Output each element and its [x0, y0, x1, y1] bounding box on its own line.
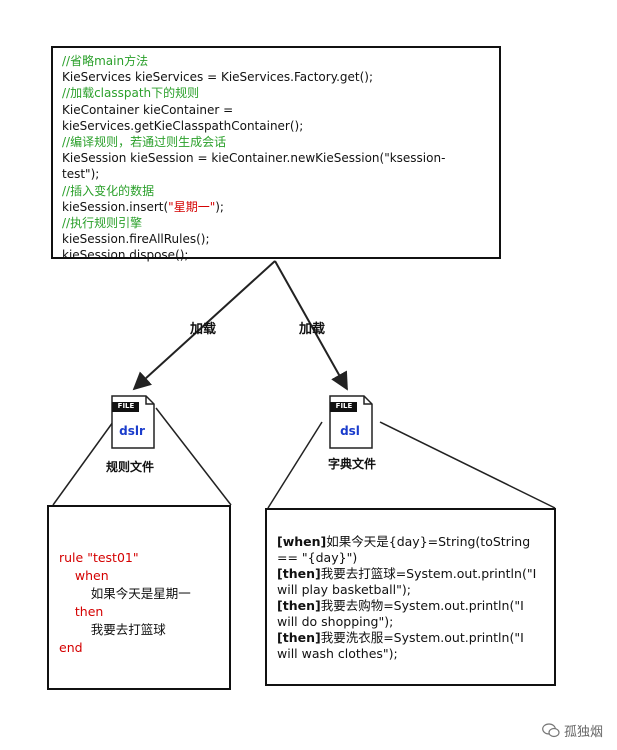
code-line: //执行规则引擎 [62, 216, 143, 231]
file-icon-dsl [329, 395, 373, 449]
code-line: KieContainer kieContainer = [62, 102, 234, 117]
edge-to-dsl [274, 260, 348, 391]
watermark: 孤独烟 [542, 721, 603, 740]
file-ext-dsl: dsl [340, 424, 360, 438]
code-line: //编译规则，若通过则生成会话 [62, 135, 227, 150]
file-badge-dsl: FILE [335, 402, 353, 410]
rule-line: rule "test01" [59, 550, 139, 565]
code-line: //省略main方法 [62, 54, 149, 68]
dict-line: [when]如果今天是{day}=String(toString [277, 534, 531, 549]
dict-line: will play basketball"); [277, 582, 411, 597]
dict-line: [then]我要洗衣服=System.out.println("I [277, 630, 524, 645]
edge-label-right: 加载 [299, 322, 326, 337]
watermark-text: 孤独烟 [563, 725, 603, 740]
zoom-line-dslr-right [155, 407, 232, 506]
dict-line: will do shopping"); [277, 614, 394, 629]
rule-file-box: rule "test01" when 如果今天是星期一 then 我要去打篮球 e… [47, 505, 231, 690]
dict-line: [then]我要去打篮球=System.out.println("I [277, 566, 537, 581]
edge-to-dslr [132, 260, 276, 391]
code-line: kieServices.getKieClasspathContainer(); [62, 118, 304, 133]
zoom-line-dslr-left [52, 421, 114, 506]
zoom-line-dsl-left [267, 421, 323, 509]
dict-line: == "{day}") [277, 550, 358, 565]
zoom-line-dsl-right [379, 421, 556, 509]
code-line: test"); [62, 167, 100, 182]
file-icon-dslr [111, 395, 155, 449]
file-ext-dslr: dslr [119, 424, 145, 438]
code-line: kieSession.dispose(); [62, 248, 189, 263]
code-line: KieServices kieServices = KieServices.Fa… [62, 70, 374, 85]
dict-line: [then]我要去购物=System.out.println("I [277, 598, 524, 613]
rule-line: 我要去打篮球 [59, 622, 166, 637]
dict-file-box: [when]如果今天是{day}=String(toString== "{day… [265, 508, 556, 686]
code-line: //加载classpath下的规则 [62, 86, 200, 101]
file-label-dslr: 规则文件 [106, 460, 155, 474]
code-line: kieSession.insert("星期一"); [62, 199, 224, 214]
file-label-dsl: 字典文件 [328, 457, 377, 471]
rule-line: then [59, 604, 104, 619]
edge-label-left: 加载 [190, 322, 217, 337]
main-code-box: //省略main方法 KieServices kieServices = KieS… [51, 46, 501, 262]
code-line: KieSession kieSession = kieContainer.new… [62, 151, 446, 166]
file-badge-dslr: FILE [117, 402, 135, 410]
code-line: kieSession.fireAllRules(); [62, 232, 210, 247]
dict-line: will wash clothes"); [277, 646, 398, 661]
code-line: //插入变化的数据 [62, 183, 155, 198]
rule-line: 如果今天是星期一 [59, 586, 191, 601]
rule-line: when [59, 568, 109, 583]
wechat-icon [542, 723, 560, 738]
rule-line: end [59, 640, 83, 655]
